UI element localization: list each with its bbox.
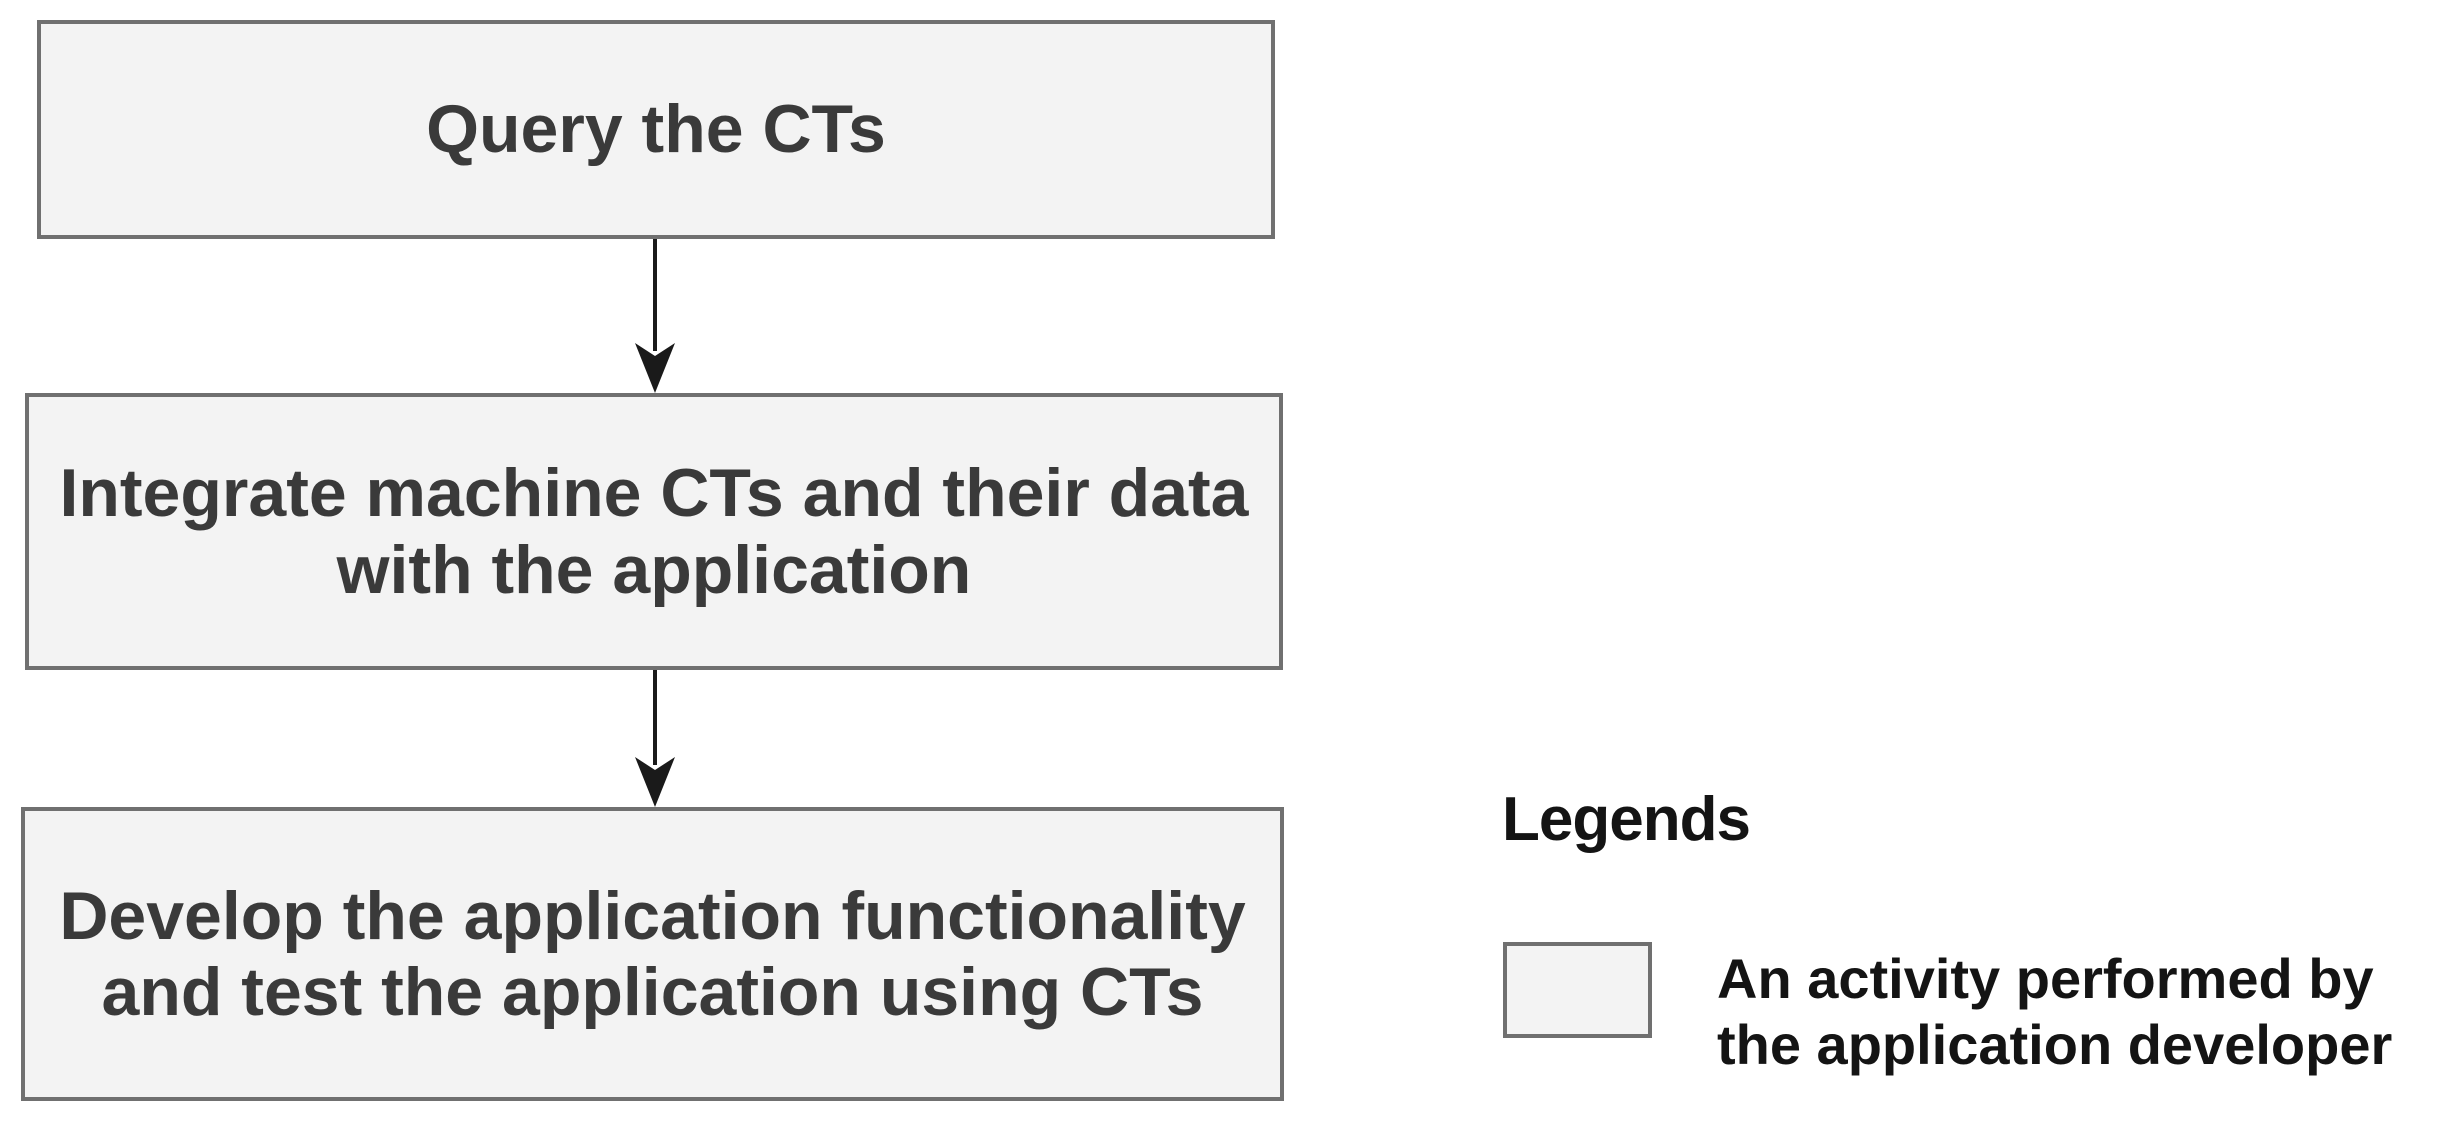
arrow-down-icon: [635, 670, 675, 807]
legend-title: Legends: [1502, 785, 1751, 854]
arrow-down-icon: [635, 239, 675, 393]
flow-step-query-cts: Query the CTs: [37, 20, 1275, 239]
legend-activity-swatch: [1503, 942, 1652, 1038]
flow-step-develop-test: Develop the application functionality an…: [21, 807, 1284, 1101]
legend-item-label: An activity performed by the application…: [1717, 947, 2393, 1076]
flow-step-integrate-cts: Integrate machine CTs and their data wit…: [25, 393, 1283, 670]
